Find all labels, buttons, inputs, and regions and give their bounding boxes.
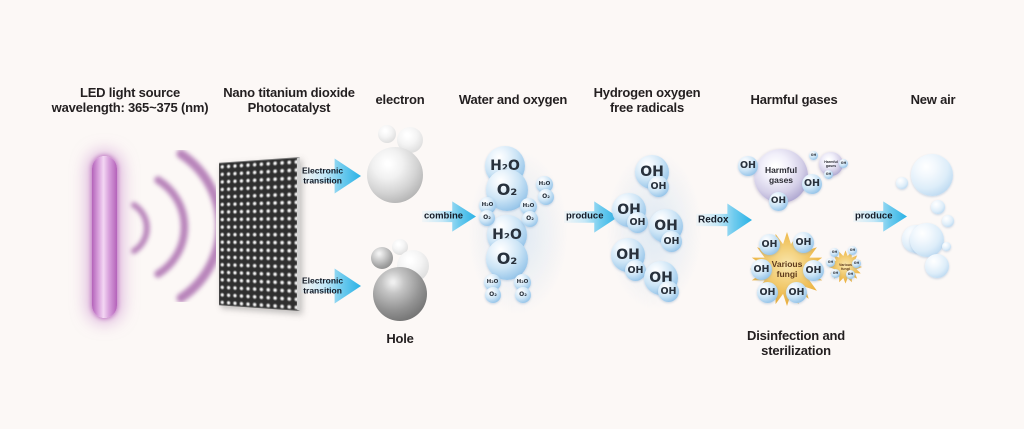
led-title-line2: wavelength: 365~375 (nm) — [52, 100, 209, 115]
oh-bubble-small: OH — [658, 281, 679, 302]
arrow-produce-2-label: produce — [855, 211, 892, 222]
oh-bubble-tiny: OH — [852, 259, 861, 268]
radicals-title: Hydrogen oxygen free radicals — [594, 85, 701, 116]
radicals-title-line1: Hydrogen oxygen — [594, 85, 701, 100]
arrow-label-line2: transition — [302, 286, 343, 296]
fungi-label-line1: Various — [772, 259, 803, 269]
air-bubble — [910, 223, 944, 257]
o2-bubble-small: O₂ — [522, 211, 538, 227]
air-bubble — [925, 254, 949, 278]
oh-bubble: OH — [738, 156, 758, 176]
uv-waves-icon — [124, 150, 216, 302]
oh-bubble-small: OH — [625, 260, 646, 281]
arrow-electronic-transition-bottom: Electronic transition — [301, 267, 361, 305]
oh-bubble-small: OH — [627, 212, 648, 233]
air-bubble — [942, 242, 951, 251]
oh-bubble-small: OH — [648, 176, 669, 197]
electron-title: electron — [376, 92, 425, 107]
arrow-redox-label: Redox — [698, 214, 729, 225]
new-air-title: New air — [911, 92, 956, 107]
nano-title: Nano titanium dioxide Photocatalyst — [223, 85, 355, 116]
electron-sphere — [367, 147, 423, 203]
disinfection-label: Disinfection and sterilization — [747, 328, 845, 359]
oh-bubble: OH — [769, 192, 788, 211]
oh-bubble-tiny: OH — [848, 246, 857, 255]
air-bubble — [931, 200, 945, 214]
arrow-electronic-transition-top-label: Electronic transition — [302, 166, 343, 185]
hole-label: Hole — [386, 331, 413, 346]
oh-bubble: OH — [786, 282, 807, 303]
air-bubble — [942, 215, 954, 227]
led-title-line1: LED light source — [52, 85, 209, 100]
nano-title-line1: Nano titanium dioxide — [223, 85, 355, 100]
oh-bubble-tiny: OH — [826, 258, 835, 267]
oh-bubble: OH — [793, 232, 814, 253]
tio2-panel — [219, 157, 300, 311]
o2-bubble-small: O₂ — [479, 210, 495, 226]
disinfection-label-line1: Disinfection and — [747, 328, 845, 343]
oh-bubble: OH — [802, 174, 822, 194]
oh-bubble: OH — [757, 282, 778, 303]
harmful-gases-title: Harmful gases — [751, 92, 838, 107]
electron-sphere — [378, 125, 396, 143]
arrow-redox: Redox — [696, 202, 752, 238]
oh-bubble: OH — [759, 234, 780, 255]
radicals-title-line2: free radicals — [594, 100, 701, 115]
oh-bubble-tiny: OH — [824, 170, 833, 179]
arrow-electronic-transition-top: Electronic transition — [301, 157, 361, 195]
fungi-label-line2: fungi — [777, 269, 798, 279]
led-tube — [92, 156, 117, 318]
arrow-produce-1-label: produce — [566, 212, 603, 223]
oh-bubble-tiny: OH — [839, 159, 848, 168]
hole-sphere — [373, 267, 427, 321]
harmful-gas-label-line2: gases — [826, 164, 836, 168]
air-bubble — [896, 177, 908, 189]
arrow-electronic-transition-bottom-label: Electronic transition — [302, 276, 343, 295]
oh-bubble: OH — [751, 259, 772, 280]
disinfection-label-line2: sterilization — [747, 343, 845, 358]
oh-bubble-tiny: OH — [830, 248, 839, 257]
nano-title-line2: Photocatalyst — [223, 100, 355, 115]
oh-bubble: OH — [803, 260, 824, 281]
arrow-label-line2: transition — [302, 176, 343, 186]
water-oxygen-title: Water and oxygen — [459, 92, 567, 107]
oh-bubble-tiny: OH — [809, 151, 818, 160]
harmful-gas-label-line2: gases — [769, 176, 793, 186]
o2-bubble-small: O₂ — [515, 287, 531, 303]
led-title: LED light source wavelength: 365~375 (nm… — [52, 85, 209, 116]
oh-bubble-tiny: OH — [846, 270, 855, 279]
oh-bubble-small: OH — [661, 231, 682, 252]
hole-sphere — [371, 247, 393, 269]
oh-bubble-tiny: OH — [831, 269, 840, 278]
o2-bubble-small: O₂ — [485, 287, 501, 303]
air-bubble — [911, 154, 953, 196]
o2-bubble-small: O₂ — [538, 189, 554, 205]
arrow-produce-2: produce — [853, 200, 907, 233]
arrow-combine-label: combine — [424, 211, 463, 222]
